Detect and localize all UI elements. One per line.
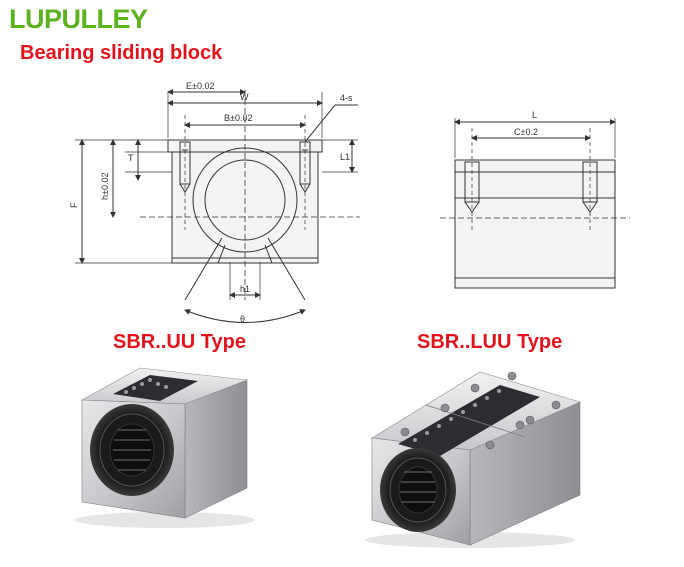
dim-e-label: E±0.02 bbox=[186, 81, 214, 91]
dim-theta-label: θ bbox=[240, 314, 245, 324]
sbr-uu-block-photo bbox=[75, 367, 255, 528]
dim-h-label: h±0.02 bbox=[100, 173, 110, 200]
front-view-dimension-labels: E±0.02 W 4-s B±0.02 T L1 h±0.02 F h1 θ bbox=[69, 81, 353, 324]
sbr-luu-type-label: SBR..LUU Type bbox=[417, 331, 563, 353]
dim-t-label: T bbox=[128, 153, 134, 163]
dim-l1-label: L1 bbox=[340, 152, 350, 162]
page-subtitle: Bearing sliding block bbox=[20, 42, 223, 64]
dim-l-label: L bbox=[532, 110, 537, 120]
brand-logo: LUPULLEY bbox=[9, 4, 148, 34]
dim-w-label: W bbox=[240, 92, 249, 102]
dim-s-label: 4-s bbox=[340, 93, 353, 103]
dim-b-label: B±0.02 bbox=[224, 113, 252, 123]
sbr-luu-block-photo bbox=[365, 371, 581, 548]
dim-f-label: F bbox=[69, 202, 79, 208]
sbr-uu-type-label: SBR..UU Type bbox=[113, 331, 246, 353]
dim-c-label: C±0.2 bbox=[514, 127, 538, 137]
dim-h1-label: h1 bbox=[240, 284, 250, 294]
front-view-drawing bbox=[75, 89, 360, 323]
side-view-drawing bbox=[440, 118, 630, 289]
side-view-dimension-labels: L C±0.2 bbox=[514, 110, 538, 137]
